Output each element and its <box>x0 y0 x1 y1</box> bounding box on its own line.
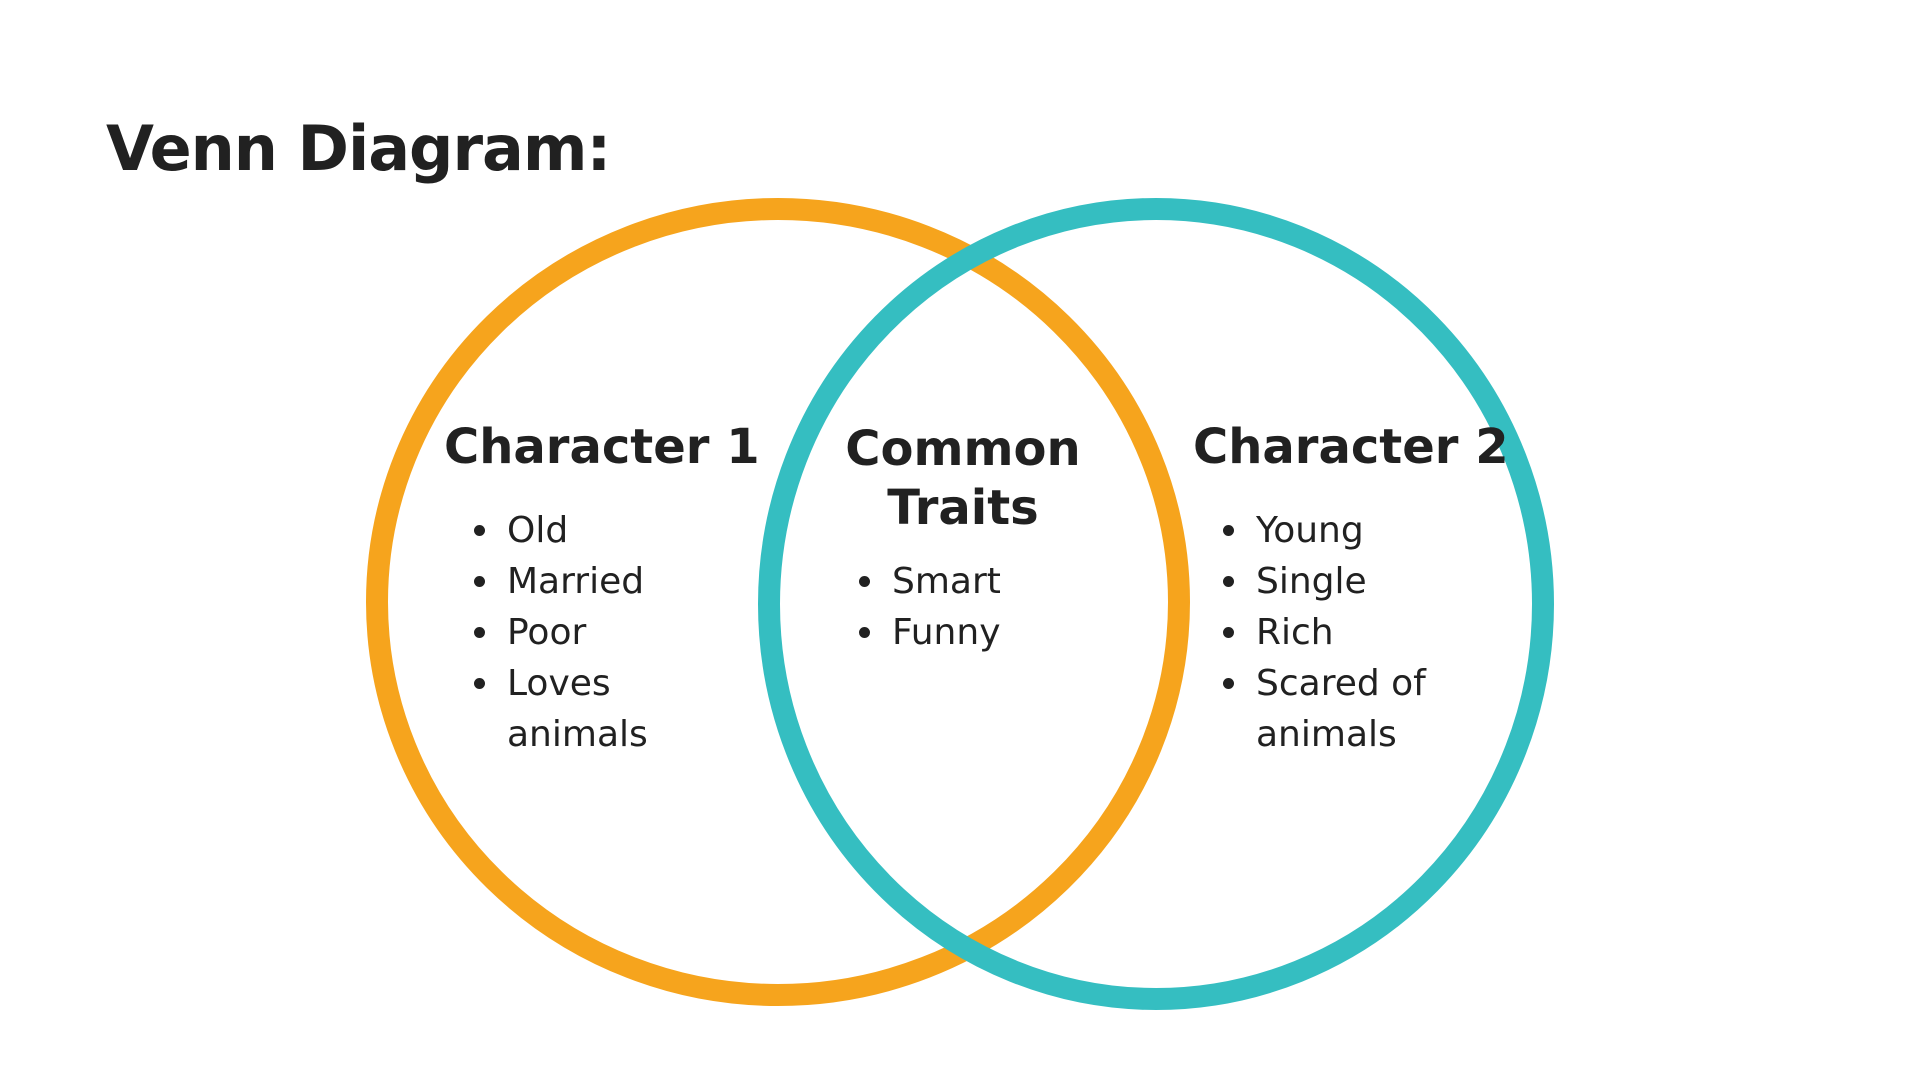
list-item-label: Young <box>1256 510 1364 551</box>
bullet-icon <box>1223 525 1234 536</box>
list-item: Young <box>1223 505 1438 556</box>
list-item: Funny <box>859 607 1049 658</box>
bullet-icon <box>474 678 485 689</box>
list-item-label: Smart <box>892 561 1001 602</box>
list-item: Rich <box>1223 607 1438 658</box>
list-item-label: Loves animals <box>507 663 648 755</box>
list-item-label: Married <box>507 561 645 602</box>
character2-list: Young Single Rich Scared of animals <box>1223 505 1438 760</box>
character2-section: Character 2 <box>1193 420 1509 475</box>
common-traits-list: Smart Funny <box>859 556 1049 658</box>
list-item-label: Funny <box>892 612 1001 653</box>
character1-heading: Character 1 <box>444 419 760 475</box>
list-item: Smart <box>859 556 1049 607</box>
character2-heading: Character 2 <box>1193 419 1509 475</box>
bullet-icon <box>474 627 485 638</box>
list-item-label: Rich <box>1256 612 1334 653</box>
bullet-icon <box>859 627 870 638</box>
list-item-label: Single <box>1256 561 1367 602</box>
list-item: Married <box>474 556 686 607</box>
bullet-icon <box>1223 678 1234 689</box>
bullet-icon <box>1223 576 1234 587</box>
list-item-label: Old <box>507 510 569 551</box>
bullet-icon <box>474 525 485 536</box>
list-item: Single <box>1223 556 1438 607</box>
common-traits-section: Common Traits <box>823 420 1103 538</box>
bullet-icon <box>859 576 870 587</box>
list-item-label: Poor <box>507 612 587 653</box>
list-item: Scared of animals <box>1223 658 1438 760</box>
common-traits-heading: Common Traits <box>845 421 1081 536</box>
list-item: Poor <box>474 607 686 658</box>
character1-circle <box>366 198 1190 1006</box>
character2-circle <box>758 198 1554 1010</box>
page-title: Venn Diagram: <box>106 112 611 185</box>
bullet-icon <box>1223 627 1234 638</box>
list-item-label: Scared of animals <box>1256 663 1426 755</box>
list-item: Old <box>474 505 686 556</box>
character1-section: Character 1 <box>444 420 760 475</box>
character1-list: Old Married Poor Loves animals <box>474 505 686 760</box>
list-item: Loves animals <box>474 658 686 760</box>
bullet-icon <box>474 576 485 587</box>
